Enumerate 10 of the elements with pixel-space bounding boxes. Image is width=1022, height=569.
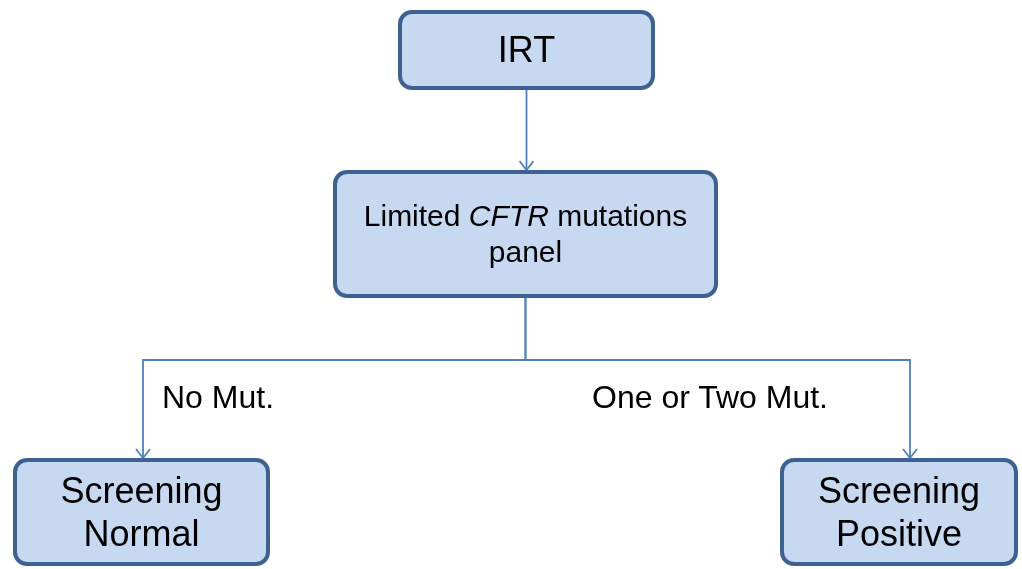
box-text: Screening Positive xyxy=(816,468,982,556)
connector-arrow xyxy=(524,297,918,459)
process-box xyxy=(13,458,270,566)
box-text: IRT xyxy=(497,28,556,72)
box-text: Screening Normal xyxy=(59,468,224,556)
process-box xyxy=(398,10,655,90)
connector-arrow xyxy=(518,89,535,171)
process-box xyxy=(780,458,1018,566)
box-text: Limited CFTR mutations panel xyxy=(362,198,689,270)
process-box xyxy=(333,170,718,298)
